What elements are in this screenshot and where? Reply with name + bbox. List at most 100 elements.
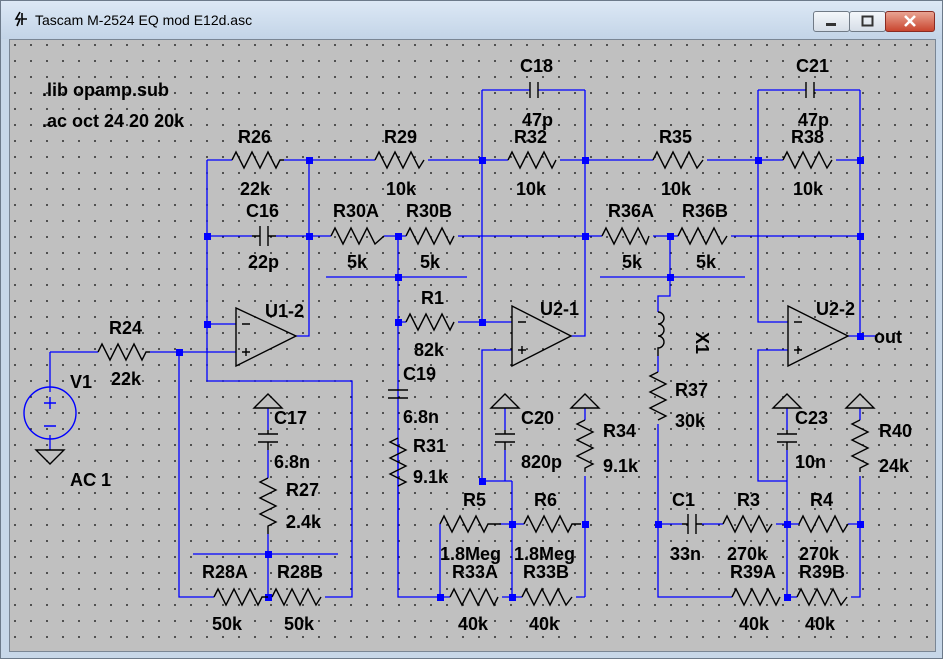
grid-background: [10, 40, 935, 651]
capacitor-c21[interactable]: [805, 82, 815, 98]
label-r24-value: 22k: [111, 369, 142, 389]
resistor-r36a[interactable]: [601, 226, 650, 246]
resistor-r6[interactable]: [523, 514, 581, 534]
label-r28a-name: R28A: [202, 562, 248, 582]
label-r28b-value: 50k: [284, 614, 315, 634]
resistor-r30b[interactable]: [405, 226, 455, 246]
label-output-net: out: [874, 327, 902, 347]
label-r39a-value: 40k: [739, 614, 770, 634]
label-r36b-value: 5k: [696, 252, 717, 272]
resistor-r38[interactable]: [782, 150, 833, 170]
label-r33b-value: 40k: [529, 614, 560, 634]
label-c17-value: 6.8n: [274, 452, 310, 472]
voltage-source-v1[interactable]: [23, 386, 77, 440]
resistor-r33b[interactable]: [521, 587, 573, 607]
maximize-icon: [861, 15, 874, 27]
ground-icon: [569, 393, 601, 409]
label-r33b-name: R33B: [523, 562, 569, 582]
label-r6-value: 1.8Meg: [514, 544, 575, 564]
ground-icon: [489, 393, 521, 409]
label-c21-name: C21: [796, 56, 829, 76]
spice-lib-directive[interactable]: .lib opamp.sub: [42, 80, 169, 100]
label-r32-value: 10k: [516, 179, 547, 199]
resistor-r39b[interactable]: [796, 587, 848, 607]
label-c19-value: 6.8n: [403, 407, 439, 427]
label-r39b-value: 40k: [805, 614, 836, 634]
element-x1[interactable]: [657, 311, 665, 356]
resistor-r37[interactable]: [648, 371, 668, 421]
label-c18-name: C18: [520, 56, 553, 76]
resistor-r30a[interactable]: [330, 226, 385, 246]
label-u1-name: U1-2: [265, 301, 304, 321]
resistor-r1[interactable]: [405, 312, 455, 332]
label-v1-value: AC 1: [70, 470, 111, 490]
opamp-u1-2[interactable]: [235, 306, 298, 368]
resistor-r35[interactable]: [652, 150, 704, 170]
label-r37-value: 30k: [675, 411, 706, 431]
label-c20-value: 820p: [521, 452, 562, 472]
label-r26-value: 22k: [240, 179, 271, 199]
label-r5-value: 1.8Meg: [440, 544, 501, 564]
label-r24-name: R24: [109, 318, 142, 338]
close-button[interactable]: [885, 11, 935, 32]
resistor-r34[interactable]: [575, 419, 595, 472]
capacitor-c23[interactable]: [777, 430, 797, 450]
opamp-u2-2[interactable]: [787, 304, 850, 368]
label-r1-value: 82k: [414, 340, 445, 360]
label-r33a-name: R33A: [452, 562, 498, 582]
label-c23-value: 10n: [795, 452, 826, 472]
minimize-button[interactable]: [813, 11, 850, 32]
label-c20-name: C20: [521, 408, 554, 428]
schematic-diagram[interactable]: .lib opamp.sub .ac oct 24 20 20k: [10, 40, 935, 651]
label-x1-name: X1: [692, 332, 712, 354]
label-r36a-value: 5k: [622, 252, 643, 272]
resistor-r26[interactable]: [231, 150, 284, 170]
schematic-canvas[interactable]: .lib opamp.sub .ac oct 24 20 20k: [9, 39, 936, 652]
ground-icon: [252, 393, 284, 409]
resistor-r28b[interactable]: [271, 587, 322, 607]
resistor-r27[interactable]: [258, 477, 278, 534]
label-r33a-value: 40k: [458, 614, 489, 634]
component-labels: R26 22k R29 10k C18 47p R32 10k R35 10k …: [70, 56, 912, 634]
title-bar[interactable]: Tascam M-2524 EQ mod E12d.asc: [1, 1, 942, 39]
label-r5-name: R5: [463, 490, 486, 510]
resistor-r29[interactable]: [374, 150, 425, 170]
resistor-r24[interactable]: [97, 342, 150, 362]
label-r28b-name: R28B: [277, 562, 323, 582]
wires[interactable]: [49, 89, 876, 598]
minimize-icon: [826, 23, 836, 26]
close-icon: [904, 15, 916, 27]
label-c19-name: C19: [403, 364, 436, 384]
resistor-r39a[interactable]: [731, 587, 781, 607]
maximize-button[interactable]: [849, 11, 886, 32]
resistor-r36b[interactable]: [677, 226, 728, 246]
ground-icon: [771, 393, 803, 409]
resistor-r4[interactable]: [798, 514, 849, 534]
label-r31-name: R31: [413, 436, 446, 456]
label-r35-value: 10k: [661, 179, 692, 199]
label-r32-name: R32: [514, 127, 547, 147]
resistor-r3[interactable]: [722, 514, 773, 534]
label-r3-name: R3: [737, 490, 760, 510]
label-c1-name: C1: [672, 490, 695, 510]
capacitor-c20[interactable]: [495, 430, 515, 450]
resistor-r32[interactable]: [507, 150, 557, 170]
capacitor-c19[interactable]: [388, 389, 408, 399]
spice-ac-directive[interactable]: .ac oct 24 20 20k: [42, 111, 185, 131]
capacitor-c1[interactable]: [682, 514, 702, 534]
resistor-r28a[interactable]: [213, 587, 268, 607]
resistor-r40[interactable]: [850, 419, 870, 472]
label-c21-value: 47p: [798, 110, 829, 130]
label-r1-name: R1: [421, 288, 444, 308]
capacitor-c16[interactable]: [252, 226, 276, 246]
opamp-u2-1[interactable]: [511, 304, 573, 368]
resistor-r5[interactable]: [439, 514, 501, 534]
label-r34-value: 9.1k: [603, 456, 639, 476]
capacitor-c18[interactable]: [529, 82, 539, 98]
label-r36b-name: R36B: [682, 201, 728, 221]
label-r39b-name: R39B: [799, 562, 845, 582]
resistor-r33a[interactable]: [449, 587, 499, 607]
window-title: Tascam M-2524 EQ mod E12d.asc: [35, 12, 253, 28]
capacitor-c17[interactable]: [258, 430, 278, 450]
resistor-r31[interactable]: [388, 437, 408, 487]
